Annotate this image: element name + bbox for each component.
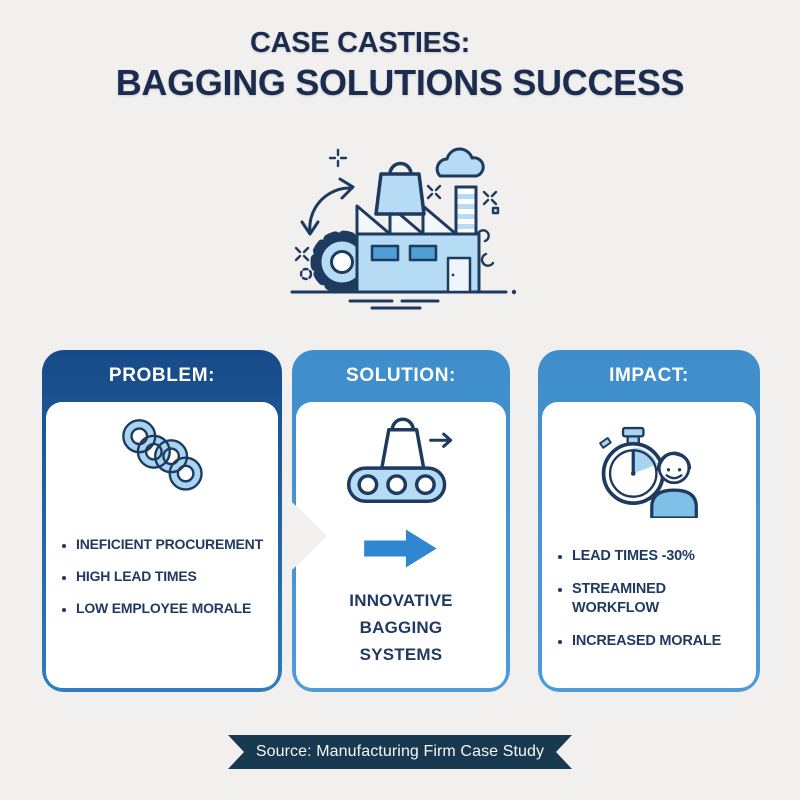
factory-illustration-svg: [290, 147, 517, 310]
stopwatch-happy-person-icon: [586, 416, 712, 523]
page-title-line1: CASE CASTIES:: [249, 27, 471, 59]
solution-text-line: INNOVATIVE: [349, 591, 453, 610]
impact-card-body: LEAD TIMES -30% STREAMINED WORKFLOW INCR…: [542, 402, 756, 688]
source-text: Source: Manufacturing Firm Case Study: [255, 743, 545, 760]
solution-text: INNOVATIVE BAGGING SYSTEMS: [349, 587, 452, 669]
solution-card: SOLUTION:: [292, 350, 510, 692]
conveyor-belt-bag-icon: [340, 414, 462, 515]
impact-card: IMPACT:: [538, 350, 760, 692]
problem-bullet-list: INEFICIENT PROCUREMENT HIGH LEAD TIMES L…: [46, 535, 269, 631]
big-right-arrow-icon: [364, 527, 438, 575]
chain-links-icon: [112, 418, 212, 515]
page-title: CASE CASTIES: BAGGING SOLUTIONS SUCCESS: [0, 26, 800, 105]
impact-bullet: STREAMINED WORKFLOW: [572, 580, 750, 619]
solution-text-line: BAGGING: [359, 618, 443, 638]
source-ribbon: Source: Manufacturing Firm Case Study: [228, 735, 572, 769]
impact-card-header: IMPACT:: [609, 365, 689, 386]
problem-bullet: LOW EMPLOYEE MORALE: [76, 599, 263, 618]
impact-bullet: INCREASED MORALE: [572, 632, 750, 652]
impact-bullet: LEAD TIMES -30%: [572, 547, 750, 567]
solution-card-header: SOLUTION:: [346, 365, 456, 386]
solution-card-body: INNOVATIVE BAGGING SYSTEMS: [296, 402, 506, 688]
impact-bullet-list: LEAD TIMES -30% STREAMINED WORKFLOW INCR…: [542, 547, 756, 664]
problem-bullet: INEFICIENT PROCUREMENT: [76, 535, 263, 554]
page-title-line2: BAGGING SOLUTIONS SUCCESS: [115, 62, 685, 104]
problem-card: PROBLEM:: [42, 350, 282, 692]
factory-supply-chain-illustration: [280, 142, 520, 312]
problem-card-header: PROBLEM:: [108, 365, 216, 386]
problem-bullet: HIGH LEAD TIMES: [76, 567, 263, 586]
problem-card-body: INEFICIENT PROCUREMENT HIGH LEAD TIMES L…: [46, 402, 278, 688]
solution-text-line: SYSTEMS: [359, 645, 443, 665]
